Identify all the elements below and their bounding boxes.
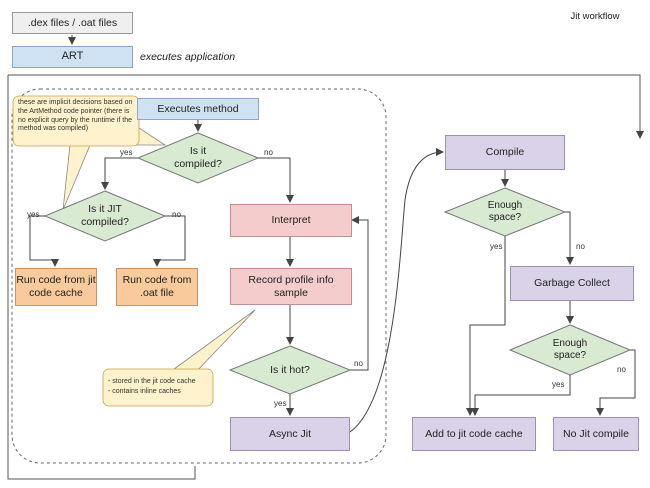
label-yes-space1: yes — [490, 242, 503, 251]
edge-hot-no — [350, 216, 369, 371]
label-no-jit: no — [172, 210, 181, 219]
executes-application-label: executes application — [140, 50, 236, 63]
edge-space2-no — [596, 349, 636, 416]
enough-space-2-text: Enough space? — [552, 338, 588, 361]
outer-frame — [7, 75, 196, 480]
run-jit-cache-node: Run code from jit code cache — [15, 268, 97, 306]
run-oat-node: Run code from .oat file — [116, 268, 198, 306]
art-to-loop-arrow — [8, 74, 644, 139]
label-no-hot: no — [354, 359, 363, 368]
label-yes-jit: yes — [27, 210, 40, 219]
profile-note-line1: - stored in the jit code cache — [108, 378, 196, 385]
is-jit-compiled-text: Is it JIT compiled? — [81, 203, 129, 228]
profile-note-pointer — [169, 309, 256, 374]
label-no-compiled: no — [264, 148, 273, 157]
is-compiled-diamond — [136, 132, 260, 184]
is-hot-text: Is it hot? — [270, 363, 310, 376]
executes-method-node: Executes method — [137, 98, 259, 120]
interpret-node: Interpret — [230, 204, 352, 237]
enough-space-1-text: Enough space? — [487, 200, 523, 223]
label-yes-space2: yes — [552, 380, 565, 389]
async-jit-node: Async Jit — [230, 417, 350, 451]
edge-async-compile — [349, 148, 444, 433]
edge-space1-yes — [466, 236, 506, 416]
edge-space1-no — [565, 211, 574, 265]
is-jit-compiled-diamond — [43, 190, 167, 242]
label-no-space2: no — [617, 365, 626, 374]
edge-compiled-yes — [101, 157, 138, 190]
edge-space2-yes — [471, 375, 571, 416]
implicit-note-text: these are implicit decisions based on th… — [18, 99, 133, 133]
is-compiled-text: Is it compiled? — [174, 145, 222, 170]
label-yes-compiled: yes — [120, 148, 133, 157]
art-node: ART — [12, 46, 133, 68]
compile-node: Compile — [445, 135, 565, 170]
label-yes-hot: yes — [274, 399, 287, 408]
record-profile-node: Record profile info sample — [230, 268, 352, 305]
profile-note-box — [102, 368, 214, 407]
add-to-cache-node: Add to jit code cache — [412, 417, 536, 451]
dex-files-node: .dex files / .oat files — [12, 12, 133, 34]
edge-compiled-no — [258, 157, 294, 203]
edge-jit-yes — [29, 215, 59, 267]
diagram-title: Jit workflow — [570, 11, 620, 23]
no-jit-compile-node: No Jit compile — [553, 417, 639, 451]
edge-jit-no — [153, 215, 186, 267]
execution-loop-container — [11, 88, 387, 464]
implicit-note-box — [12, 95, 140, 147]
profile-note-line2: - contains inline caches — [108, 388, 181, 395]
garbage-collect-node: Garbage Collect — [510, 266, 634, 301]
label-no-space1: no — [576, 242, 585, 251]
